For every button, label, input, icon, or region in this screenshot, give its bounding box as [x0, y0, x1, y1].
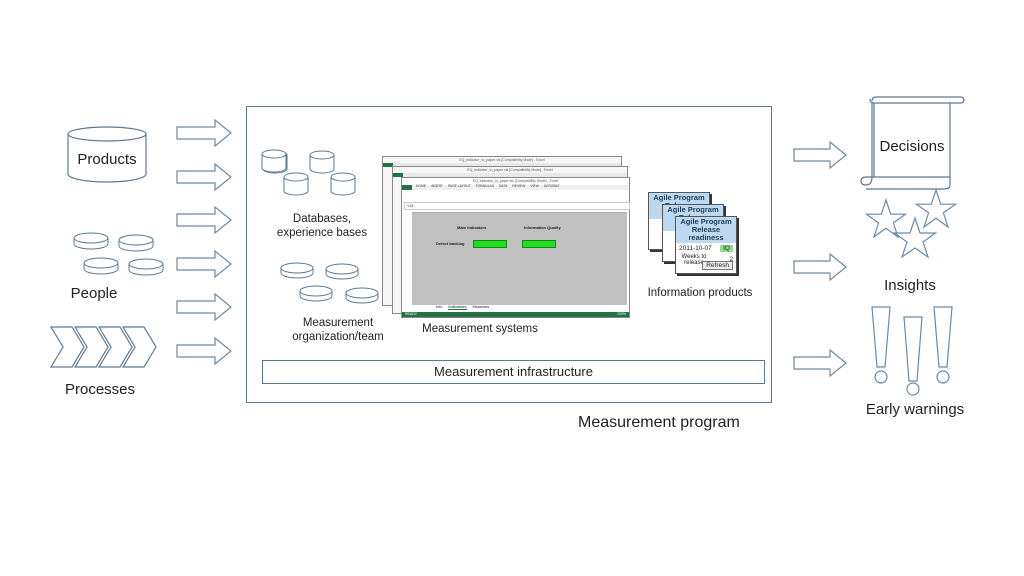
card-title: Agile Program: [680, 217, 732, 226]
arrow-icon: [793, 252, 847, 282]
excel-zoom[interactable]: 100%: [617, 312, 626, 316]
early-warnings-icon: [871, 306, 953, 396]
excel-sheet-tab-active[interactable]: Indicators: [448, 305, 467, 310]
insights-label: Insights: [884, 277, 936, 294]
arrow-icon: [176, 336, 232, 366]
processes-chevrons-icon: [49, 326, 157, 368]
excel-status-bar: READY 100%: [402, 312, 629, 317]
databases-icon: [261, 149, 356, 196]
excel-cell-ref: Y13: [407, 204, 414, 208]
excel-tab[interactable]: DATA: [499, 184, 508, 188]
input-arrows: [176, 118, 232, 366]
excel-indicator-cell: [473, 240, 507, 248]
excel-main-indicator-heading: Main indicators: [457, 225, 487, 230]
excel-title-back: EQ_indicator_to_paper.xls [Compatibility…: [459, 158, 545, 162]
excel-tab[interactable]: REVIEW: [512, 184, 526, 188]
card-refresh-button[interactable]: Refresh: [702, 261, 733, 270]
databases-label: Databases, experience bases: [276, 213, 368, 239]
excel-title-front: EQ_indicator_to_paper.xls [Compatibility…: [472, 179, 559, 183]
card-title: Agile Program: [667, 205, 719, 214]
info-products-label: Information products: [647, 287, 753, 299]
excel-tab[interactable]: PAGE LAYOUT: [447, 184, 471, 188]
excel-formula-bar[interactable]: Y13: [404, 202, 630, 210]
excel-quality-cell: [522, 240, 556, 248]
excel-sheet-tabs: Info Indicators Measures: [436, 305, 489, 310]
card-quality-badge: IQ: [720, 245, 733, 252]
measurement-program-frame: [246, 106, 772, 403]
arrow-icon: [176, 249, 232, 279]
people-label: People: [70, 285, 118, 302]
card-subtitle: Release readiness: [688, 225, 724, 242]
excel-sheet-tab[interactable]: Measures: [472, 305, 490, 309]
excel-info-quality-heading: Information Quality: [524, 225, 561, 230]
processes-label: Processes: [64, 381, 136, 398]
excel-tabs: HOME INSERT PAGE LAYOUT FORMULAS DATA RE…: [416, 184, 560, 188]
arrow-icon: [793, 140, 847, 170]
card-title: Agile Program: [653, 193, 705, 202]
organization-label: Measurement organization/team: [292, 317, 384, 343]
insights-stars-icon: [864, 188, 958, 259]
excel-ribbon: [402, 185, 629, 190]
excel-window-front: EQ_indicator_to_paper.xls [Compatibility…: [401, 177, 630, 318]
decisions-scroll-icon: [860, 96, 965, 190]
excel-title-mid: EQ_indicator_to_paper.xls [Compatibility…: [467, 168, 553, 172]
arrow-icon: [176, 292, 232, 322]
excel-tab[interactable]: ACROBAT: [543, 184, 560, 188]
arrow-icon: [176, 118, 232, 148]
early-warnings-label: Early warnings: [865, 401, 965, 418]
measurement-program-title: Measurement program: [578, 414, 740, 431]
excel-grid: Main indicators Information Quality Defe…: [412, 212, 627, 305]
excel-sheet-tab[interactable]: Info: [436, 305, 443, 309]
arrow-icon: [176, 162, 232, 192]
excel-tab[interactable]: FORMULAS: [475, 184, 495, 188]
arrow-icon: [176, 205, 232, 235]
excel-tab[interactable]: VIEW: [530, 184, 539, 188]
arrow-icon: [793, 348, 847, 378]
excel-tab[interactable]: INSERT: [430, 184, 443, 188]
output-arrows: [793, 140, 847, 378]
measurement-infrastructure: Measurement infrastructure: [262, 360, 765, 384]
people-icon: [73, 232, 164, 276]
products-label: Products: [77, 151, 137, 168]
card-date: 2011-10-07: [679, 245, 712, 252]
decisions-label: Decisions: [879, 138, 945, 155]
products-cylinder-icon: [67, 126, 147, 183]
organization-icon: [280, 262, 379, 304]
systems-label: Measurement systems: [422, 323, 538, 335]
excel-row-label: Defect backlog: [436, 241, 465, 246]
excel-status: READY: [405, 312, 418, 316]
excel-tab[interactable]: HOME: [416, 184, 426, 188]
card-weeks-value: 2: [729, 257, 733, 263]
card-weeks-label: Weeks to release: [681, 254, 707, 266]
